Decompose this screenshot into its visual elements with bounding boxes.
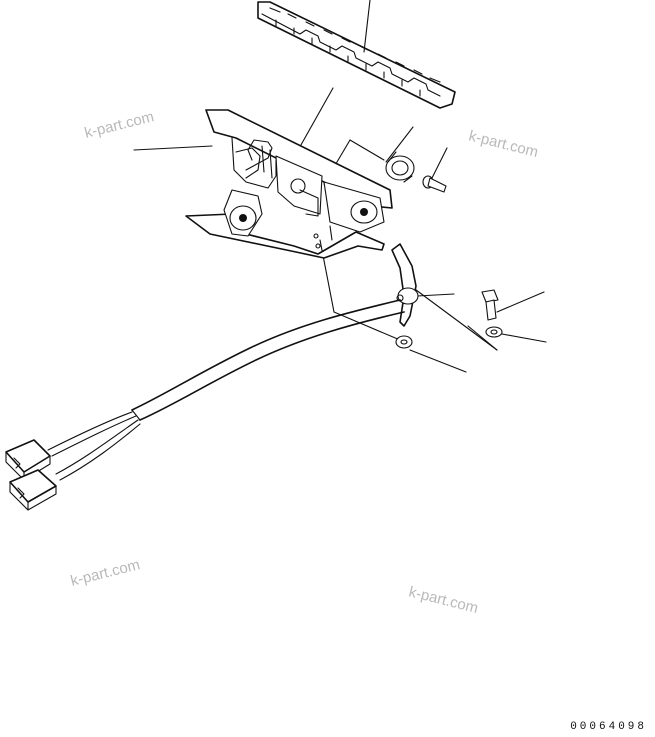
connector-lower bbox=[9, 469, 57, 511]
watermark-4: k-part.com bbox=[407, 583, 480, 617]
screw bbox=[422, 175, 447, 193]
grommet-cap bbox=[385, 151, 415, 183]
pedal-pad bbox=[257, 1, 456, 109]
washer bbox=[485, 326, 503, 338]
bolt bbox=[481, 289, 499, 321]
watermark-2: k-part.com bbox=[467, 127, 540, 161]
drawing-number: 00064098 bbox=[570, 721, 647, 733]
cable-clamp bbox=[391, 243, 419, 327]
pedal-bracket bbox=[185, 109, 393, 259]
leader-lines bbox=[133, 0, 547, 373]
wire-harness bbox=[47, 299, 405, 481]
watermark-3: k-part.com bbox=[69, 556, 142, 590]
watermark-1: k-part.com bbox=[83, 108, 156, 142]
spacer bbox=[395, 335, 413, 349]
